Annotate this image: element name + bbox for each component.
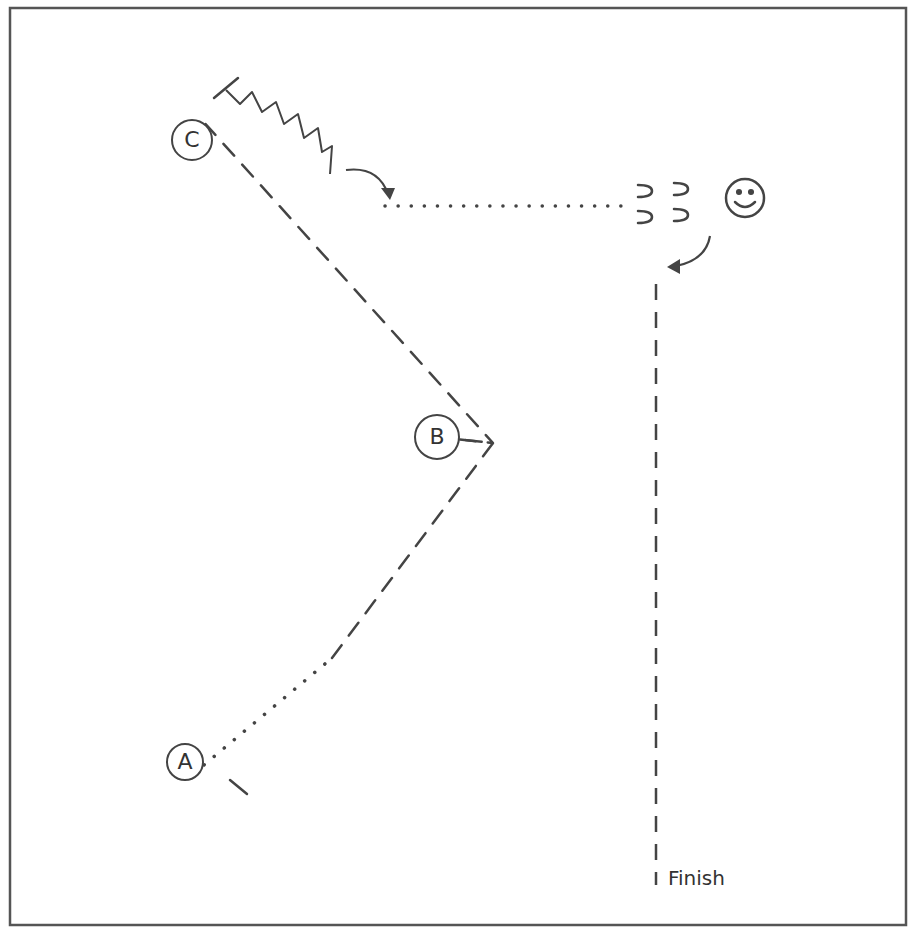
start-tick <box>230 780 247 794</box>
path-segment <box>204 658 332 765</box>
node-letter: C <box>184 129 199 151</box>
zigzag-path <box>226 90 332 174</box>
path-segment <box>206 124 493 443</box>
arrow-head <box>667 259 680 274</box>
letter-circle: B <box>414 414 460 460</box>
letter-circle: A <box>166 743 205 782</box>
curved-arrow <box>346 170 388 195</box>
dashed-path <box>655 284 658 885</box>
letter-circle: C <box>171 119 213 161</box>
wave-marks <box>638 183 688 223</box>
route-line <box>206 124 493 443</box>
route-line <box>204 440 493 765</box>
finish-label: Finish <box>666 866 727 890</box>
path-segment <box>332 440 493 659</box>
curved-arrow <box>676 236 710 266</box>
dotted-path <box>385 204 628 208</box>
node-letter: A <box>177 751 192 773</box>
frame-border <box>10 8 906 925</box>
smiley-face <box>726 179 764 217</box>
end-tick <box>214 78 238 98</box>
arrow-head <box>381 188 395 200</box>
node-letter: B <box>429 426 444 448</box>
